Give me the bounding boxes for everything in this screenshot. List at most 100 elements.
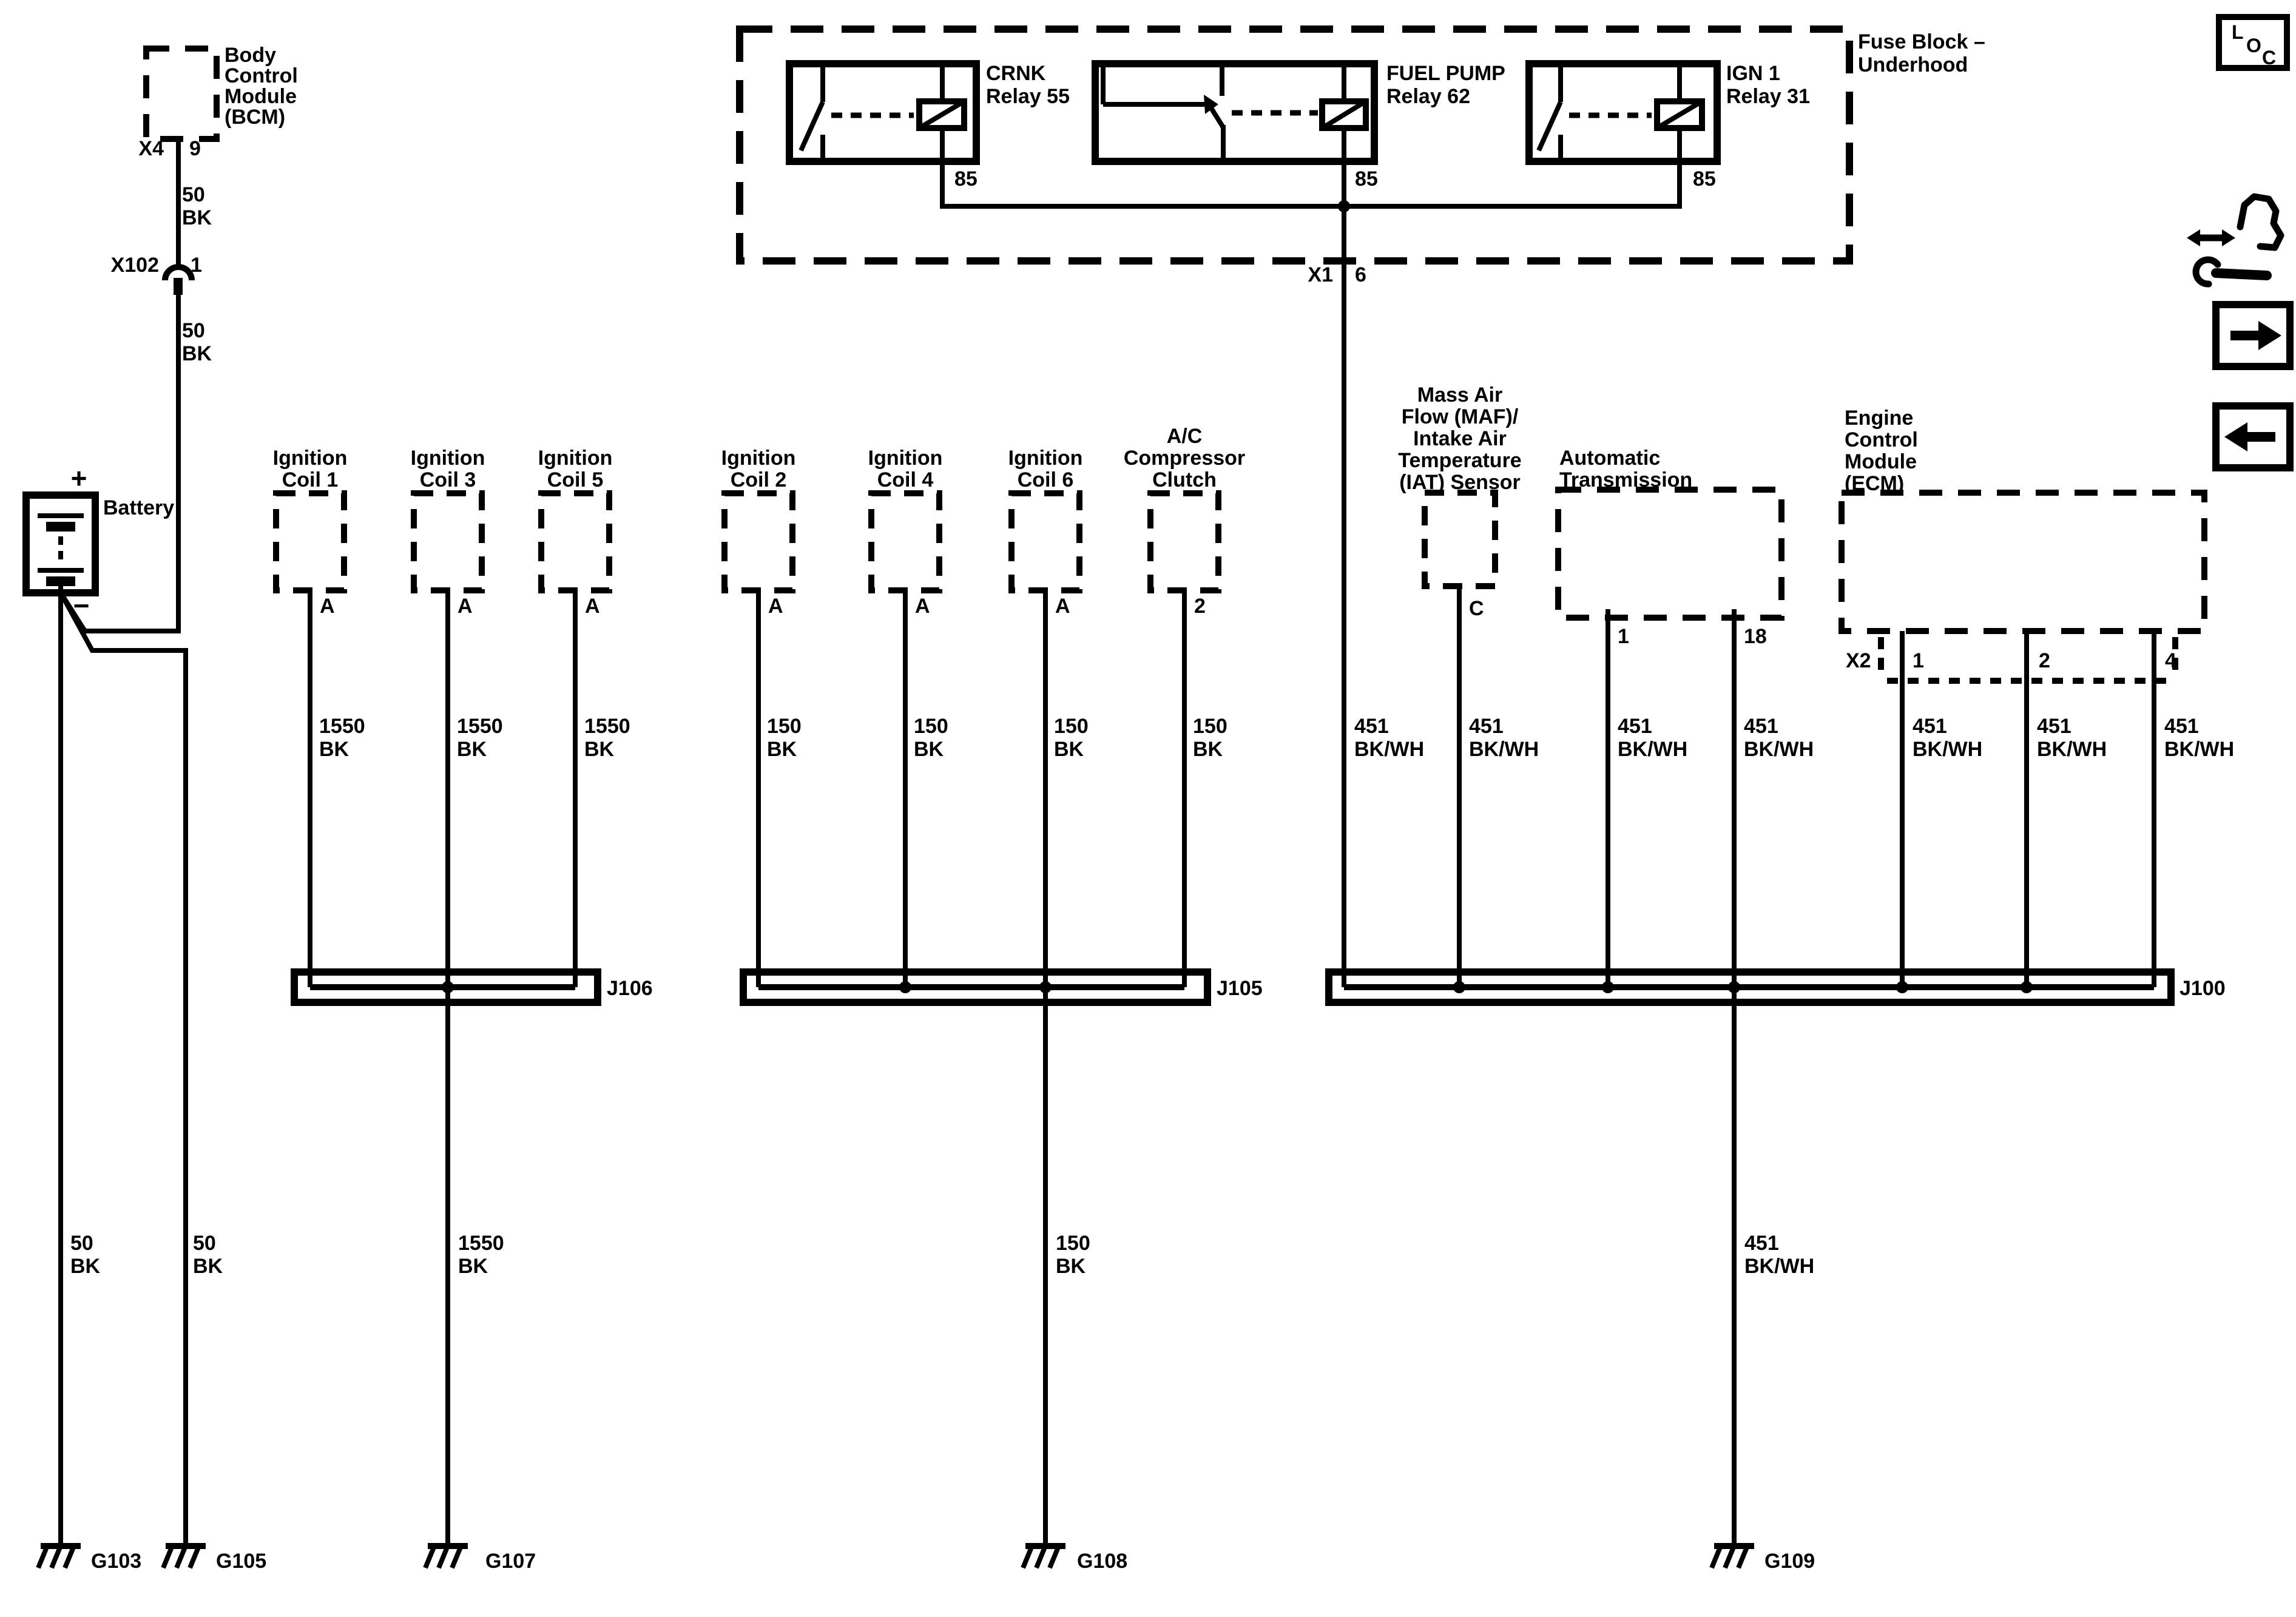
wire-label: 451 [1913, 715, 1947, 738]
ground-icon: G107 [423, 1543, 536, 1573]
pin-label: A [768, 595, 783, 618]
wire-label: 451 [2037, 715, 2071, 738]
wire-label: 150 [1193, 715, 1227, 738]
arrow-left-icon [2224, 422, 2275, 451]
component-label: Control [1845, 428, 1918, 451]
component-label: Compressor [1124, 447, 1245, 470]
relay-switch-blade-icon [1536, 101, 1563, 152]
wire-label: 451 [1354, 715, 1389, 738]
junction-dot [899, 981, 911, 993]
bcm-label: (BCM) [225, 106, 285, 129]
wire-label: BK/WH [1618, 738, 1687, 761]
component-label: Coil 5 [547, 468, 604, 491]
relay-label: Relay 62 [1386, 85, 1470, 108]
relay-coil-diagonal [1655, 99, 1704, 130]
wire-label: BK [914, 738, 944, 761]
wire-label: 451 [1618, 715, 1652, 738]
back-button[interactable] [2212, 402, 2294, 471]
relay-ground-bus [940, 161, 1682, 209]
wire-label: 451 [1744, 715, 1778, 738]
pin-label: 2 [2039, 649, 2050, 672]
bcm-connector-label: X4 [138, 137, 164, 160]
x102-label: X102 [111, 254, 159, 277]
ignition-coil-5: Ignition Coil 5 A [538, 447, 613, 618]
ground-label: G109 [1764, 1550, 1815, 1573]
maf-iat-sensor: Mass Air Flow (MAF)/ Intake Air Temperat… [1398, 383, 1521, 620]
wire-label: 50 [193, 1232, 216, 1255]
relay-label: Relay 55 [986, 85, 1070, 108]
relay-pin-label: 85 [954, 167, 977, 191]
wire-label: BK [457, 738, 487, 761]
relay-label: IGN 1 [1726, 62, 1780, 85]
relay-switch-blade-icon [1209, 106, 1226, 129]
relay-label: CRNK [986, 62, 1046, 85]
relay-pin-label: 85 [1355, 167, 1378, 191]
bcm-module: Body Control Module (BCM) X4 9 [138, 44, 297, 160]
pin-label: A [915, 595, 930, 618]
relay-fuel-pump: FUEL PUMP Relay 62 85 [1092, 60, 1505, 191]
wire-label: 1550 [584, 715, 630, 738]
pin-label: A [1055, 595, 1070, 618]
wire-label: 451 [1469, 715, 1504, 738]
bcm-label: Body [225, 44, 276, 67]
wire-label: 150 [1054, 715, 1089, 738]
bcm-box [143, 46, 220, 142]
component-label: Ignition [273, 447, 348, 470]
fuse-block: Fuse Block – Underhood CRNK Relay 55 85 [736, 25, 1985, 265]
relay-crnk: CRNK Relay 55 85 [786, 60, 1070, 191]
next-button[interactable] [2212, 301, 2294, 370]
bcm-label: Control [225, 64, 298, 87]
vehicle-diagnostic-button[interactable] [2187, 193, 2284, 288]
wire-label: BK [182, 342, 212, 365]
splice-j105: J105 [740, 968, 1263, 1006]
wire-label: 150 [1056, 1232, 1090, 1255]
relay-pin-label: 85 [1693, 167, 1716, 191]
component-label: Transmission [1559, 468, 1692, 491]
component-label: Coil 3 [420, 468, 476, 491]
ground-label: G107 [485, 1550, 536, 1573]
x102-inline-connector-icon: X102 1 [111, 254, 202, 295]
bcm-pin-label: 9 [189, 137, 201, 160]
wire-label: 451 [2164, 715, 2199, 738]
relay-feed [1101, 64, 1204, 107]
component-label: (ECM) [1845, 472, 1904, 495]
wire-label: BK [193, 1255, 223, 1278]
relay-box [1525, 60, 1721, 165]
junction-dot [2021, 981, 2033, 993]
loc-button[interactable]: L O C [2216, 14, 2290, 71]
wire-label: 150 [767, 715, 802, 738]
wire-label: BK [1193, 738, 1223, 761]
battery-label: Battery [103, 496, 174, 519]
component-label: Coil 4 [877, 468, 934, 491]
loc-icon: O [2246, 35, 2261, 56]
wire-label: BK [767, 738, 797, 761]
wire-label: BK/WH [1744, 738, 1814, 761]
wire-label: 50 [182, 319, 205, 342]
pin-label: 1 [1913, 649, 1924, 672]
splice-label: J105 [1217, 977, 1263, 1000]
component-label: Ignition [721, 447, 796, 470]
component-label: Ignition [538, 447, 613, 470]
wire-label: BK [584, 738, 615, 761]
pin-label: C [1469, 597, 1484, 620]
ground-icon: G108 [1021, 1543, 1127, 1573]
loc-icon: C [2262, 47, 2276, 69]
wire-label: BK/WH [1354, 738, 1424, 761]
pin-label: 18 [1744, 625, 1767, 648]
loc-icon: L [2232, 21, 2244, 43]
ground-icon: G103 [36, 1543, 141, 1573]
component-label: Automatic [1559, 447, 1660, 470]
component-label: Temperature [1398, 449, 1521, 472]
x1-connector-label: X1 [1308, 263, 1333, 286]
pin-label: A [458, 595, 473, 618]
wire-label: BK/WH [2037, 738, 2107, 761]
splice-j106: J106 [291, 968, 653, 1006]
car-wrench-icon [2187, 193, 2284, 288]
splice-label: J106 [607, 977, 653, 1000]
wire-label: 50 [182, 183, 205, 206]
battery: + Battery − [22, 462, 174, 621]
pin-label: 4 [2165, 649, 2176, 672]
component-label: Flow (MAF)/ [1402, 405, 1519, 428]
wire-label: BK/WH [1744, 1255, 1814, 1278]
